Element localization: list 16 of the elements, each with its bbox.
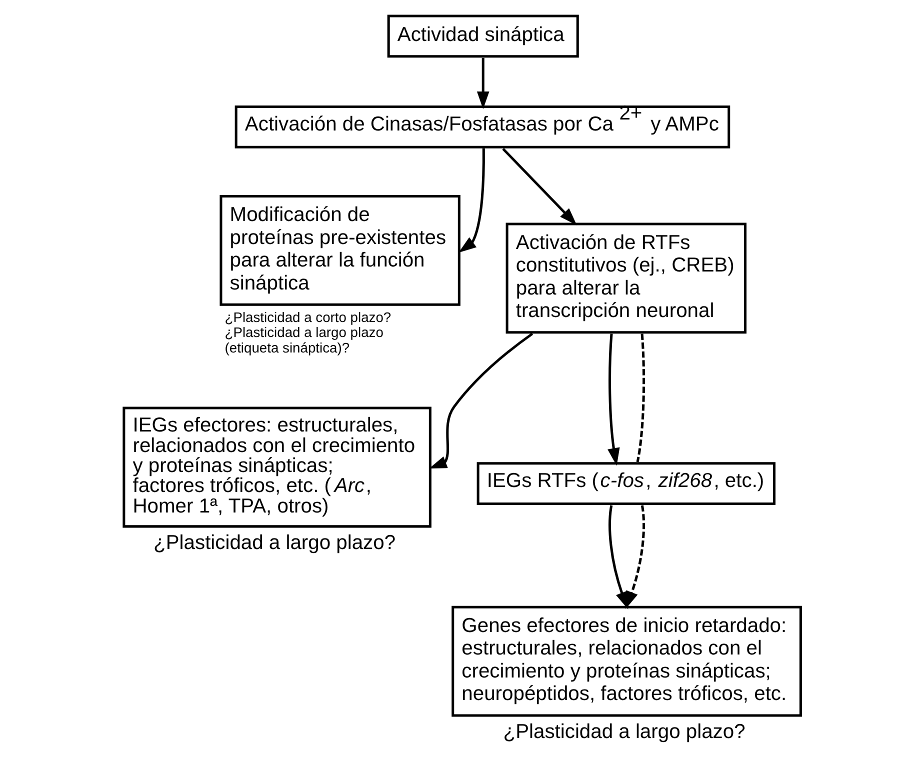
node-label: ¿Plasticidad a largo plazo? <box>502 720 745 743</box>
arrow <box>607 334 620 466</box>
node-box: Modificación de proteínas pre-existentes para alterar la función sináptica <box>219 194 460 306</box>
node-label: ¿Plasticidad a corto plazo? ¿Plasticidad a largo plazo (etiqueta sináptica)? <box>224 309 391 356</box>
arrow <box>428 332 533 469</box>
connector <box>636 334 645 462</box>
arrow <box>476 58 489 110</box>
node-box: Actividad sináptica <box>386 14 578 58</box>
node-box: Genes efectores de inicio retardado: estructurales, relacionados con el crecimiento y proteínas sinápticas; neuropéptidos, factores tróficos, etc. <box>451 606 802 717</box>
arrow <box>502 148 576 226</box>
arrow <box>625 505 645 609</box>
node-label: ¿Plasticidad a largo plazo? <box>153 532 396 554</box>
arrow <box>458 148 484 253</box>
node-box: Activación de RTFs constitutivos (ej., CREB) para alterar la transcripción neuronal <box>505 222 746 334</box>
node-box: IEGs RTFs (c-fos, zif268, etc.) <box>476 462 775 505</box>
node-box: IEGs efectores: estructurales, relacionados con el crecimiento y proteínas sinápticas; factores tróficos, etc. (Arc, Homer 1ª, TPA, otros) <box>122 406 431 528</box>
